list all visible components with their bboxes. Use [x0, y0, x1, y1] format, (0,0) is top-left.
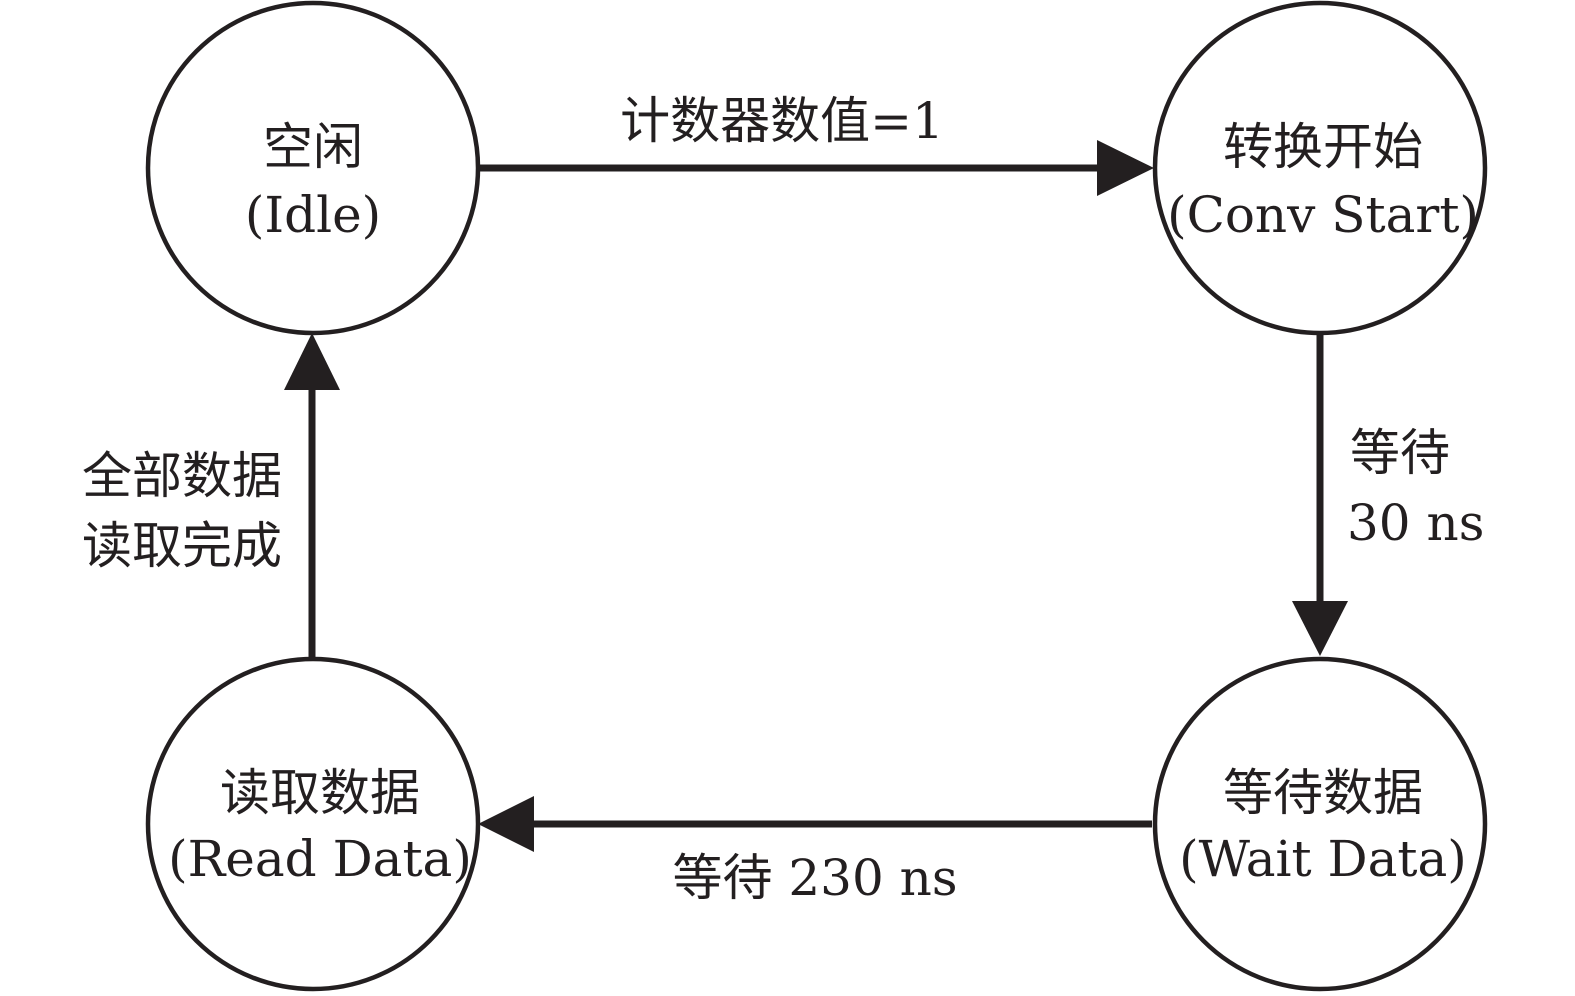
transition-idle-to-conv-start-label: 计数器数值=1 — [620, 92, 944, 150]
state-wait-data-circle — [1152, 656, 1488, 992]
state-conv-start-circle — [1152, 0, 1488, 336]
arrowhead-read-data-to-idle — [284, 333, 340, 390]
transition-conv-to-wait-label-line2: 30 ns — [1347, 494, 1485, 552]
transition-read-to-idle-label-line2: 读取完成 — [82, 517, 282, 575]
arrowhead-wait-data-to-read-data — [478, 796, 534, 852]
arrowhead-conv-start-to-wait-data — [1292, 601, 1348, 656]
state-wait-data-name-en: (Wait Data) — [1179, 830, 1467, 888]
state-idle-name-zh: 空闲 — [263, 118, 363, 176]
transition-conv-to-wait-label-line1: 等待 — [1350, 424, 1450, 482]
state-read-data-circle — [145, 656, 481, 992]
state-idle-circle — [145, 0, 481, 336]
transition-wait-to-read-label: 等待 230 ns — [672, 849, 958, 907]
state-idle-name-en: (Idle) — [244, 186, 382, 244]
state-read-data-name-en: (Read Data) — [168, 830, 472, 888]
state-conv-start-name-zh: 转换开始 — [1223, 118, 1423, 176]
state-wait-data-name-zh: 等待数据 — [1223, 764, 1423, 822]
arrowhead-idle-to-conv-start — [1097, 140, 1154, 196]
state-read-data-name-zh: 读取数据 — [220, 764, 420, 822]
transition-read-to-idle-label-line1: 全部数据 — [82, 447, 282, 505]
state-conv-start-name-en: (Conv Start) — [1167, 186, 1479, 244]
